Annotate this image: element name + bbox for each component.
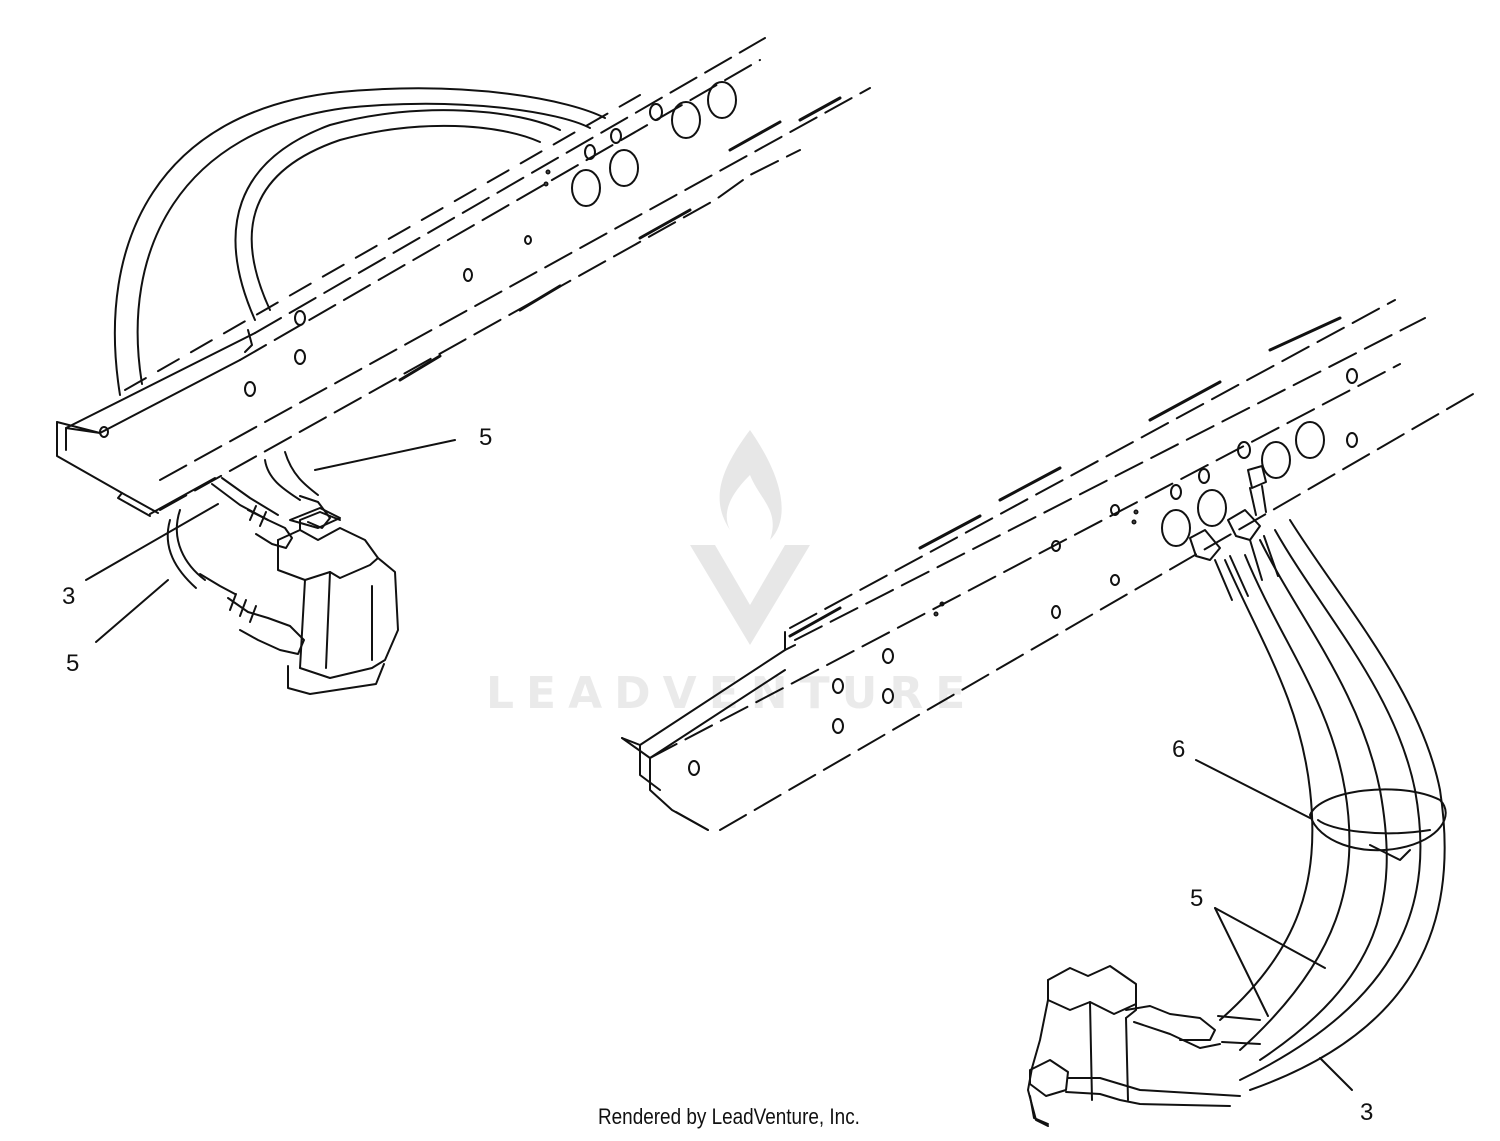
footer-credit: Rendered by LeadVenture, Inc. — [598, 1104, 860, 1129]
leadventure-logo-icon — [690, 430, 810, 645]
right-motor-body — [1027, 965, 1261, 1127]
watermark-text: LEADVENTURE — [486, 668, 978, 719]
callout-label: 3 — [1360, 1099, 1374, 1126]
callout-label: 5 — [479, 424, 493, 451]
leader-lines — [85, 439, 1353, 1091]
callout-label: 3 — [62, 583, 76, 610]
callout-label: 5 — [1190, 885, 1204, 912]
right-rail-holes — [688, 368, 1358, 776]
left-hoses — [113, 87, 606, 589]
left-motor-body — [199, 495, 399, 695]
callout-label: 6 — [1172, 736, 1186, 763]
callout-label: 5 — [66, 650, 80, 677]
right-hoses — [1189, 465, 1447, 1091]
left-frame-rail — [56, 37, 871, 517]
left-rail-holes — [99, 81, 737, 438]
right-frame-rail — [621, 299, 1481, 831]
